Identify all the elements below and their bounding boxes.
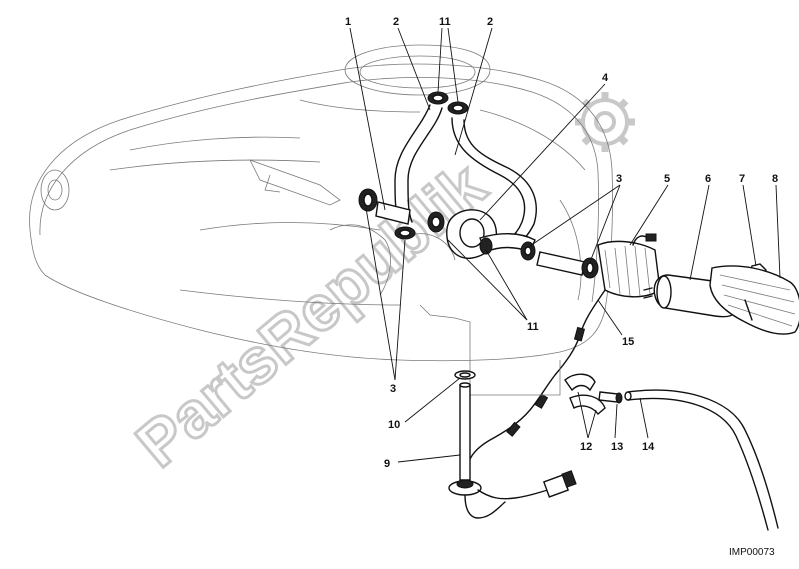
callout-10: 10: [388, 419, 400, 431]
fuel-hose: [624, 389, 779, 531]
callout-3-top: 3: [616, 173, 622, 185]
callout-14: 14: [642, 441, 655, 453]
fuel-pump-assembly: [536, 233, 661, 298]
diagram-code: IMP00073: [729, 547, 775, 558]
gear-icon: [575, 92, 635, 152]
callout-7: 7: [739, 173, 745, 185]
callout-11-top: 11: [439, 16, 451, 28]
level-sender: [448, 370, 577, 519]
callout-15: 15: [622, 336, 634, 348]
callout-9: 9: [384, 458, 390, 470]
callout-5: 5: [664, 173, 670, 185]
leader-lines: [349, 27, 781, 463]
callout-11-bottom: 11: [527, 321, 539, 333]
callout-1: 1: [345, 16, 351, 28]
hose-fittings: [564, 373, 623, 416]
filler-valve: [446, 209, 536, 261]
callout-2-right: 2: [487, 16, 493, 28]
callout-12: 12: [580, 441, 592, 453]
callout-6: 6: [705, 173, 711, 185]
hose-clamps-top: [427, 91, 469, 115]
fuel-filter: [709, 265, 799, 335]
callout-labels: 1 2 11 2 4 3 5 6 7 8 11 15 3 10 12 13 14…: [345, 16, 778, 470]
callout-13: 13: [611, 441, 623, 453]
callout-2-left: 2: [393, 16, 399, 28]
callout-8: 8: [772, 173, 778, 185]
callout-4: 4: [602, 72, 609, 84]
callout-3-bottom: 3: [390, 383, 396, 395]
